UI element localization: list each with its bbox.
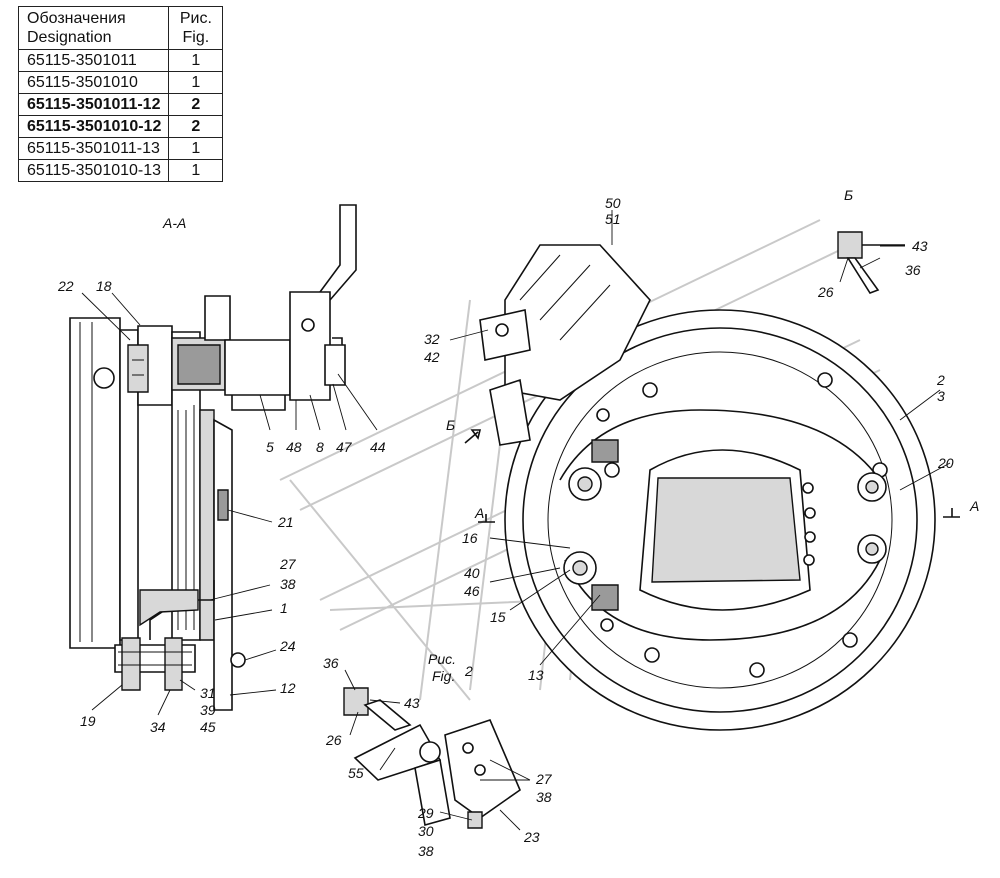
callout-40: 40	[464, 565, 480, 581]
callout-12: 12	[280, 680, 296, 696]
fig-number: 2	[464, 663, 473, 679]
callout-45: 45	[200, 719, 216, 735]
callout-31: 31	[200, 685, 216, 701]
fig-2-detail	[343, 687, 521, 829]
callout-32: 32	[424, 331, 440, 347]
designation-table: Обозначения Designation Рис. Fig. 65115-…	[17, 6, 224, 182]
fig-cell: 1	[168, 159, 224, 182]
cut-a-left-label: А	[474, 505, 484, 521]
callout-47: 47	[336, 439, 353, 455]
callout-24: 24	[279, 638, 296, 654]
callout-36-view-b: 36	[905, 262, 921, 278]
callout-42: 42	[424, 349, 440, 365]
callout-38-fig2: 38	[536, 789, 552, 805]
callout-27: 27	[279, 556, 297, 572]
callout-23: 23	[523, 829, 540, 845]
labels: А-А Б Б А А Рис. Fig. 2 22 18 5 48 8 47 …	[57, 187, 979, 859]
cut-a-right-label: А	[969, 498, 979, 514]
brake-main-view	[479, 244, 936, 731]
table-header-row: Обозначения Designation Рис. Fig.	[17, 6, 224, 50]
callout-21: 21	[277, 514, 294, 530]
callout-20: 20	[937, 455, 954, 471]
callout-27-fig2: 27	[535, 771, 553, 787]
callout-26-view-b: 26	[817, 284, 834, 300]
leader-lines	[81, 210, 960, 831]
view-b-label: Б	[844, 187, 853, 203]
callout-3: 3	[937, 388, 945, 404]
callout-43-view-b: 43	[912, 238, 928, 254]
designation-cell: 65115-3501010-12	[17, 115, 170, 138]
callout-30: 30	[418, 823, 434, 839]
designation-header: Обозначения Designation	[17, 6, 170, 50]
callout-55: 55	[348, 765, 364, 781]
callout-1: 1	[280, 600, 288, 616]
callout-15: 15	[490, 609, 506, 625]
callout-16: 16	[462, 530, 478, 546]
designation-cell: 65115-3501010-13	[17, 159, 170, 182]
view-b-arrow-label: Б	[446, 417, 455, 433]
callout-44: 44	[370, 439, 386, 455]
callout-39: 39	[200, 702, 216, 718]
callout-5: 5	[266, 439, 274, 455]
callout-19: 19	[80, 713, 96, 729]
designation-cell: 65115-3501010	[17, 71, 170, 94]
callout-48: 48	[286, 439, 302, 455]
callout-2: 2	[936, 372, 945, 388]
callout-43-fig2: 43	[404, 695, 420, 711]
callout-22: 22	[57, 278, 74, 294]
callout-38: 38	[280, 576, 296, 592]
section-aa-label: А-А	[162, 215, 186, 231]
fig-header: Рис. Fig.	[168, 6, 224, 50]
callout-34: 34	[150, 719, 166, 735]
section-aa-view	[69, 204, 357, 711]
callout-13: 13	[528, 667, 544, 683]
callout-36-fig2: 36	[323, 655, 339, 671]
view-b-detail	[837, 231, 905, 294]
callout-51: 51	[605, 211, 621, 227]
callout-46: 46	[464, 583, 480, 599]
callout-8: 8	[316, 439, 324, 455]
fig-label-ru: Рис.	[428, 651, 456, 667]
callout-38-fig2-bottom: 38	[418, 843, 434, 859]
callout-29: 29	[417, 805, 434, 821]
callout-50: 50	[605, 195, 621, 211]
callout-18: 18	[96, 278, 112, 294]
designation-cell: 65115-3501011-13	[17, 137, 170, 160]
callout-26-fig2: 26	[325, 732, 342, 748]
fig-label-en: Fig.	[432, 668, 455, 684]
